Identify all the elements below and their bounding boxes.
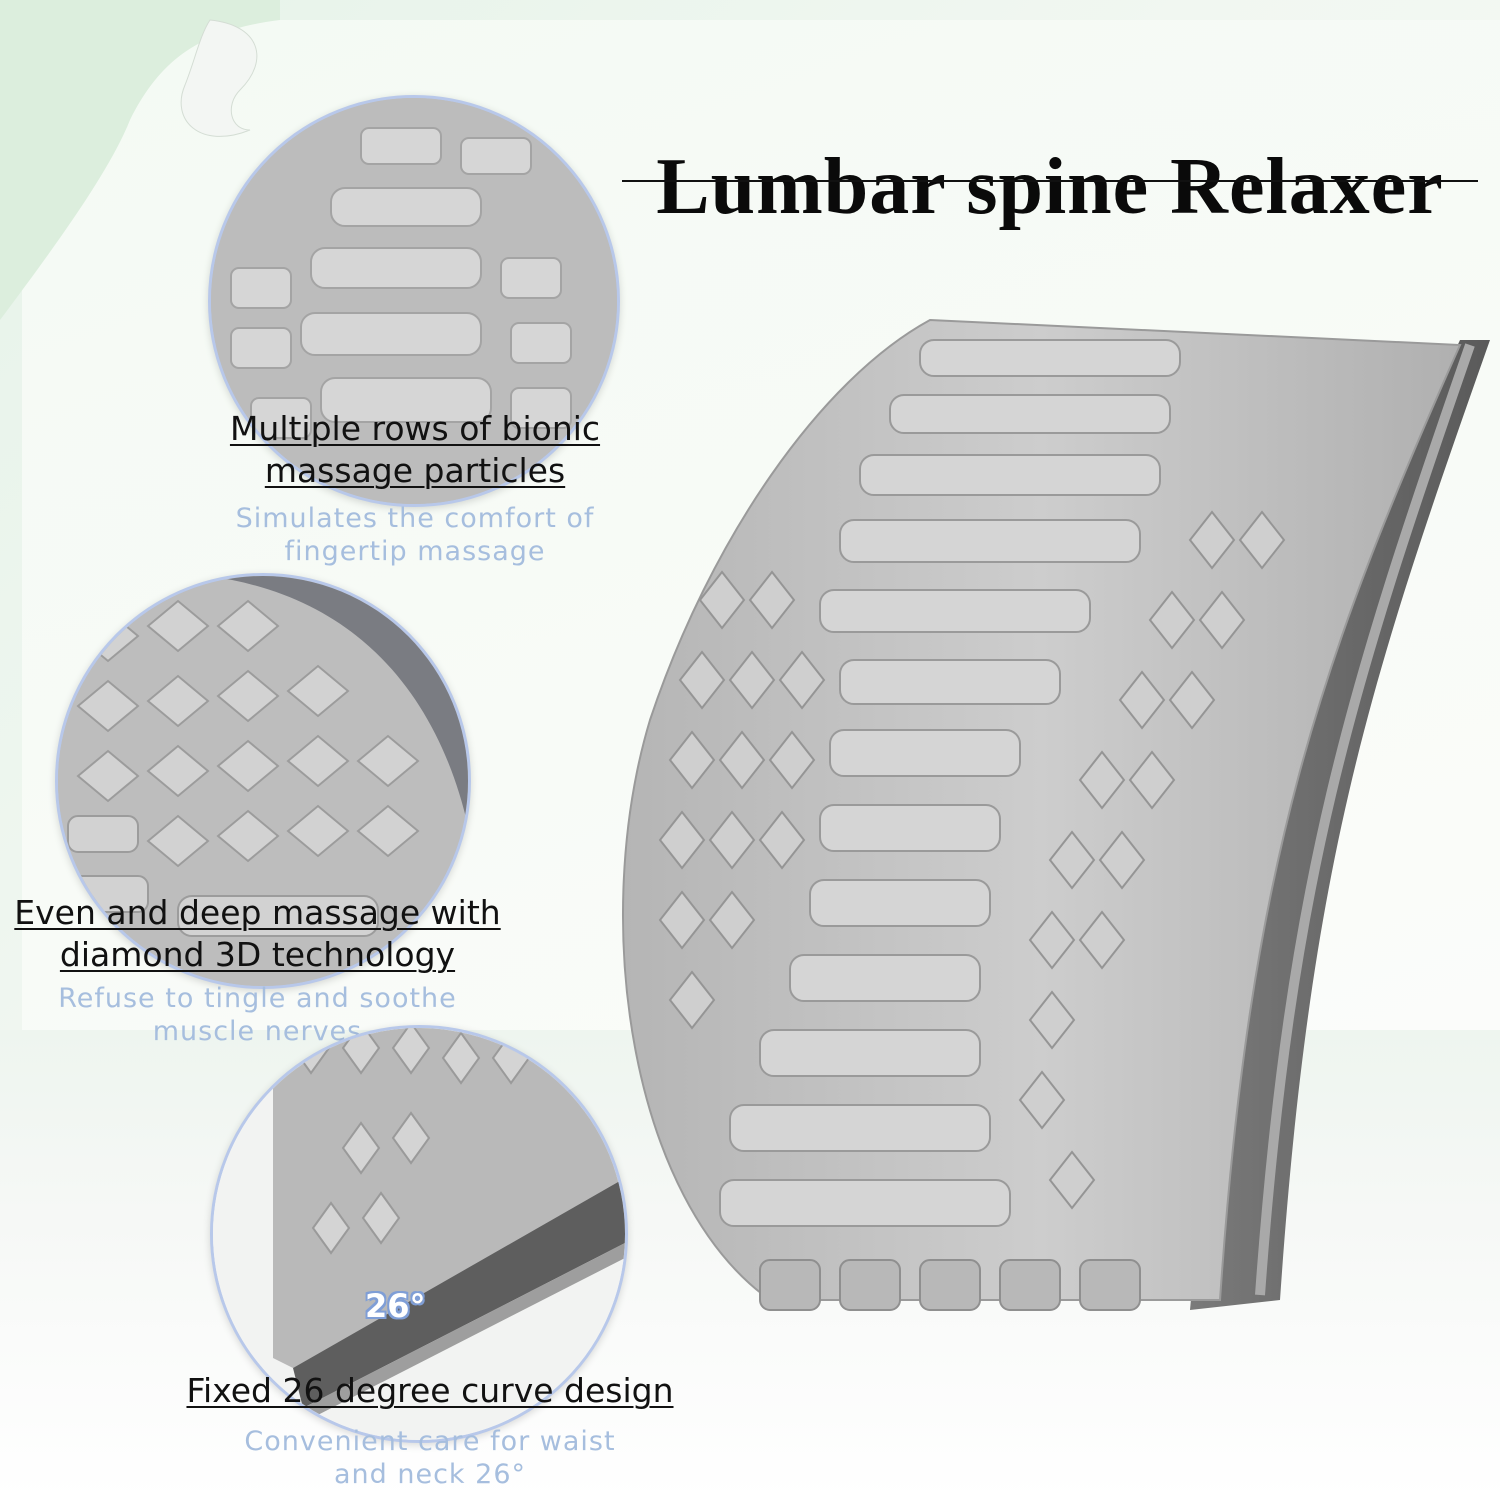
feature-3-subtitle-line2: and neck 26° <box>333 1459 527 1490</box>
lumbar-relaxer-product-image <box>622 318 1490 1311</box>
feature-2-title: Even and deep massage with diamond 3D te… <box>0 892 515 976</box>
title-underline <box>622 180 1478 182</box>
feature-3-title: Fixed 26 degree curve design <box>160 1370 700 1412</box>
closeup-particles-circle <box>208 95 620 507</box>
feature-2-subtitle-line1: Refuse to tingle and soothe <box>58 983 457 1014</box>
closeup-diamond-circle <box>55 573 471 989</box>
feature-3-subtitle-line1: Convenient care for waist <box>244 1426 616 1457</box>
feature-1-title-line2: massage particles <box>264 451 566 490</box>
feature-3-title-line1: Fixed 26 degree curve design <box>186 1371 674 1410</box>
feature-1-subtitle-line1: Simulates the comfort of <box>235 503 595 534</box>
angle-badge: 26° <box>365 1287 426 1325</box>
feature-1-subtitle-line2: fingertip massage <box>284 536 546 567</box>
closeup-curve-circle <box>210 1025 628 1443</box>
feature-3-subtitle: Convenient care for waist and neck 26° <box>200 1425 660 1491</box>
feature-1-title: Multiple rows of bionic massage particle… <box>200 408 630 492</box>
feature-2-title-line2: diamond 3D technology <box>59 935 456 974</box>
feature-1-title-line1: Multiple rows of bionic <box>229 409 601 448</box>
feature-1-subtitle: Simulates the comfort of fingertip massa… <box>200 502 630 568</box>
feature-2-title-line1: Even and deep massage with <box>14 893 501 932</box>
page-title: Lumbar spine Relaxer <box>656 142 1444 231</box>
